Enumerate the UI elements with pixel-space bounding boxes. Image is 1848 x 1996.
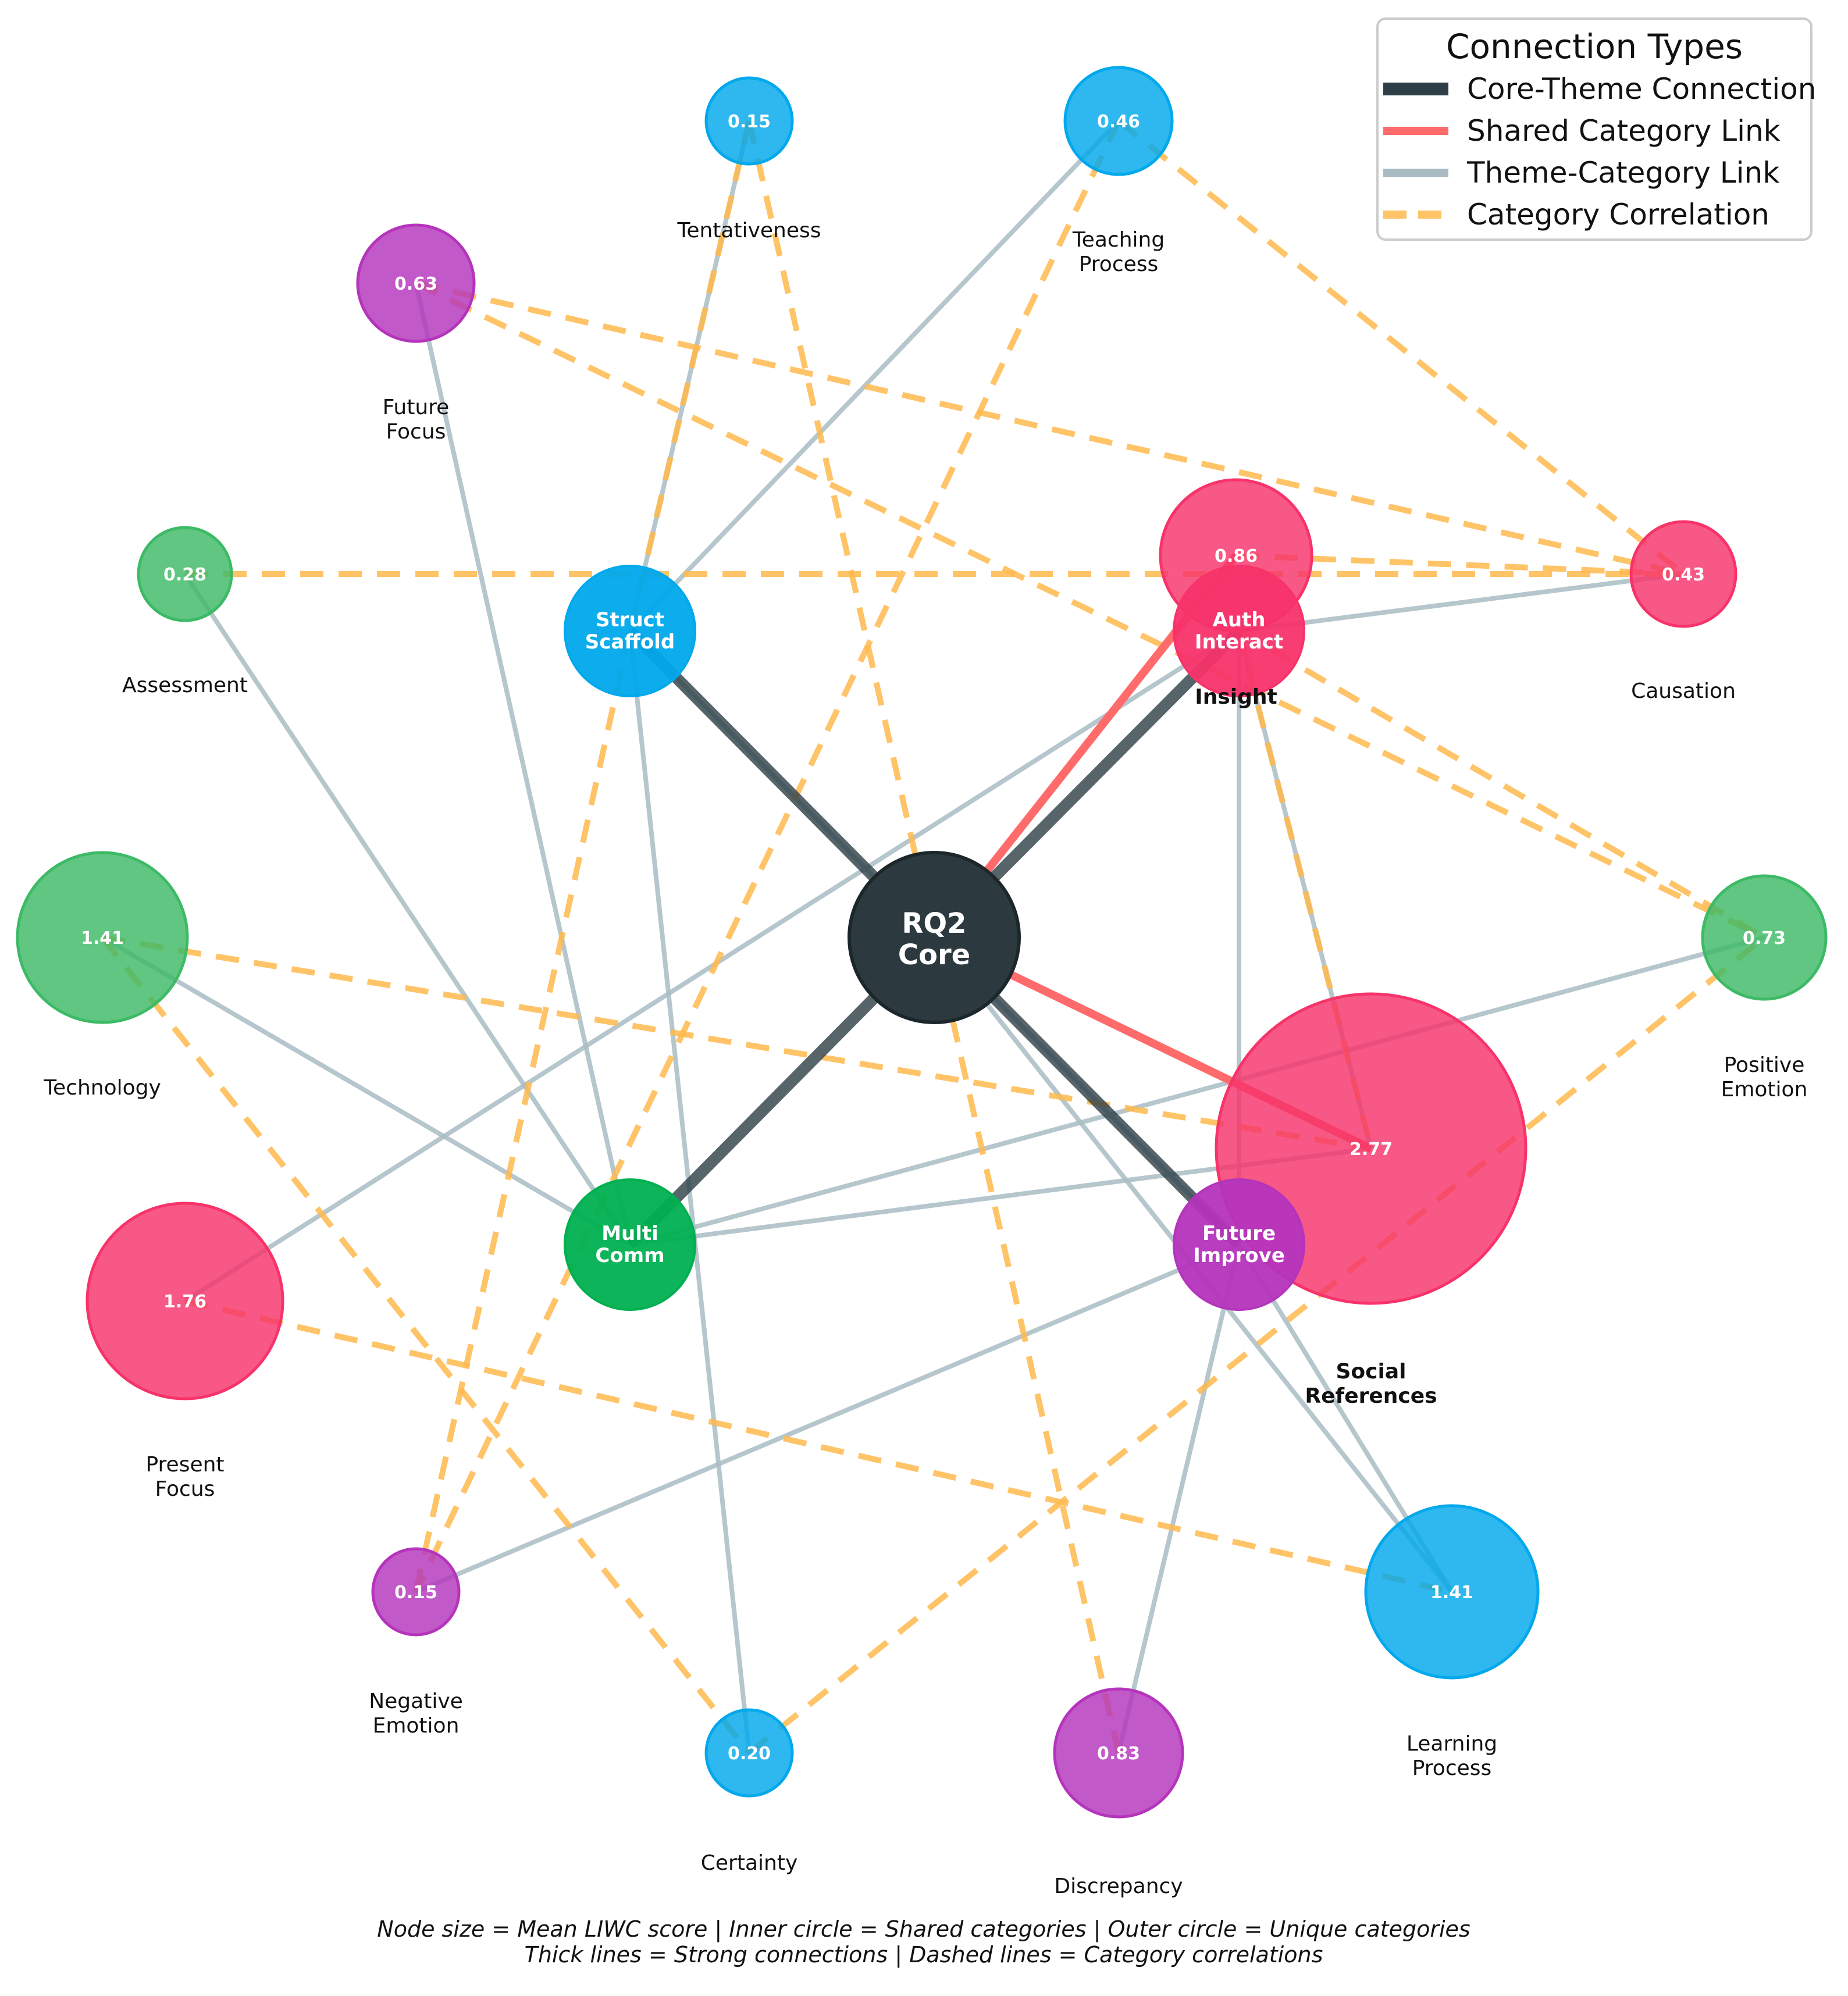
category-correlation-teaching-causation — [1116, 119, 1686, 576]
legend-label-1: Shared Category Link — [1467, 114, 1781, 148]
core-node — [848, 851, 1021, 1024]
category-node-assessment — [137, 526, 233, 622]
category-correlation-futurefocus-causation — [415, 280, 1685, 577]
theme-category-link-struct-teaching — [628, 119, 1120, 633]
theme-label-struct: Struct — [596, 608, 664, 632]
category-value-insight: 0.86 — [1215, 546, 1258, 566]
theme-category-link-multi-technology — [101, 935, 632, 1247]
category-label-technology: Technology — [43, 1076, 161, 1100]
category-label-certainty: Certainty — [701, 1851, 798, 1875]
category-correlation-certainty-positive — [747, 935, 1767, 1755]
theme-category-link-future-negative — [415, 1242, 1240, 1594]
category-correlation-technology-certainty — [100, 935, 752, 1755]
category-value-causation: 0.43 — [1662, 565, 1705, 585]
category-value-tentativeness: 0.15 — [728, 112, 771, 132]
category-node-certainty — [704, 1708, 794, 1798]
category-label-futurefocus: Future — [383, 395, 450, 419]
theme-node-auth — [1173, 565, 1305, 697]
category-label-negative: Emotion — [373, 1714, 460, 1738]
core-label: RQ2 — [902, 907, 966, 940]
category-correlation-tentativeness-struct — [627, 120, 752, 632]
category-label-present: Present — [145, 1453, 224, 1477]
category-value-discrepancy: 0.83 — [1097, 1744, 1140, 1764]
category-value-social: 2.77 — [1349, 1139, 1393, 1160]
category-label-causation: Causation — [1631, 679, 1736, 703]
category-node-negative — [371, 1547, 461, 1637]
category-label-negative: Negative — [369, 1690, 463, 1713]
footer: Node size = Mean LIWC score | Inner circ… — [377, 1916, 1470, 1968]
legend-label-0: Core-Theme Connection — [1467, 72, 1816, 106]
category-value-certainty: 0.20 — [728, 1744, 771, 1764]
category-value-assessment: 0.28 — [163, 565, 206, 585]
category-node-discrepancy — [1053, 1687, 1184, 1819]
theme-category-link-auth-causation — [1238, 572, 1684, 633]
category-value-futurefocus: 0.63 — [394, 274, 437, 294]
category-label-tentativeness: Tentativeness — [676, 219, 821, 243]
category-correlation-technology-social — [102, 935, 1372, 1152]
category-label-teaching: Process — [1079, 252, 1159, 276]
category-node-learning — [1364, 1504, 1540, 1680]
category-label-learning: Learning — [1407, 1732, 1497, 1756]
category-correlation-futurefocus-positive — [414, 280, 1766, 940]
theme-label-auth: Interact — [1195, 630, 1283, 654]
legend-box — [1376, 17, 1813, 241]
theme-node-struct — [564, 565, 696, 697]
theme-label-future: Future — [1202, 1222, 1276, 1245]
theme-label-auth: Auth — [1213, 608, 1266, 632]
category-label-assessment: Assessment — [122, 673, 248, 697]
theme-node-multi — [564, 1178, 696, 1311]
edges-layer — [100, 119, 1767, 1755]
category-node-teaching — [1063, 66, 1174, 176]
category-value-technology: 1.41 — [81, 928, 124, 949]
category-correlation-tentativeness-discrepancy — [746, 120, 1121, 1754]
legend: Connection Types Core-Theme ConnectionSh… — [1376, 17, 1816, 241]
category-value-present: 1.76 — [163, 1292, 206, 1312]
theme-label-multi: Multi — [601, 1222, 658, 1245]
category-node-technology — [16, 851, 189, 1024]
category-value-teaching: 0.46 — [1097, 112, 1140, 132]
theme-category-link-multi-futurefocus — [414, 283, 632, 1245]
category-label-futurefocus: Focus — [386, 420, 446, 444]
category-node-present — [86, 1202, 284, 1400]
category-correlation-teaching-negative — [413, 119, 1121, 1594]
category-value-positive: 0.73 — [1743, 928, 1786, 949]
category-correlation-negative-struct — [413, 630, 633, 1593]
category-label-insight: Insight — [1195, 685, 1277, 709]
theme-category-link-future-discrepancy — [1116, 1244, 1241, 1753]
core-label: Core — [898, 939, 970, 971]
labels-layer: 0.15Tentativeness0.46TeachingProcess0.63… — [43, 112, 1807, 1898]
category-value-negative: 0.15 — [394, 1582, 437, 1603]
category-correlation-present-learning — [184, 1298, 1453, 1595]
category-correlation-auth-positive — [1237, 628, 1766, 940]
category-label-teaching: Teaching — [1072, 228, 1165, 252]
category-label-learning: Process — [1412, 1756, 1492, 1780]
category-label-present: Focus — [155, 1477, 215, 1501]
footer-line-1: Node size = Mean LIWC score | Inner circ… — [377, 1916, 1470, 1942]
theme-label-struct: Scaffold — [585, 630, 675, 654]
category-label-social: References — [1305, 1384, 1437, 1408]
category-value-learning: 1.41 — [1430, 1582, 1473, 1603]
legend-title: Connection Types — [1446, 27, 1743, 66]
theme-label-multi: Comm — [595, 1244, 664, 1267]
legend-label-3: Category Correlation — [1467, 198, 1769, 231]
category-node-causation — [1629, 520, 1737, 628]
category-node-futurefocus — [356, 223, 476, 343]
theme-node-future — [1173, 1178, 1305, 1311]
nodes-layer — [16, 66, 1828, 1819]
category-label-discrepancy: Discrepancy — [1054, 1874, 1183, 1898]
legend-label-2: Theme-Category Link — [1466, 156, 1779, 190]
category-node-positive — [1701, 874, 1828, 1001]
theme-category-link-multi-assessment — [183, 572, 632, 1246]
category-label-social: Social — [1336, 1360, 1407, 1384]
category-label-positive: Emotion — [1721, 1078, 1808, 1102]
category-label-positive: Positive — [1724, 1053, 1805, 1077]
category-node-tentativeness — [704, 76, 794, 166]
footer-line-2: Thick lines = Strong connections | Dashe… — [525, 1942, 1323, 1968]
theme-label-future: Improve — [1193, 1244, 1285, 1267]
theme-category-link-multi-positive — [629, 935, 1765, 1247]
